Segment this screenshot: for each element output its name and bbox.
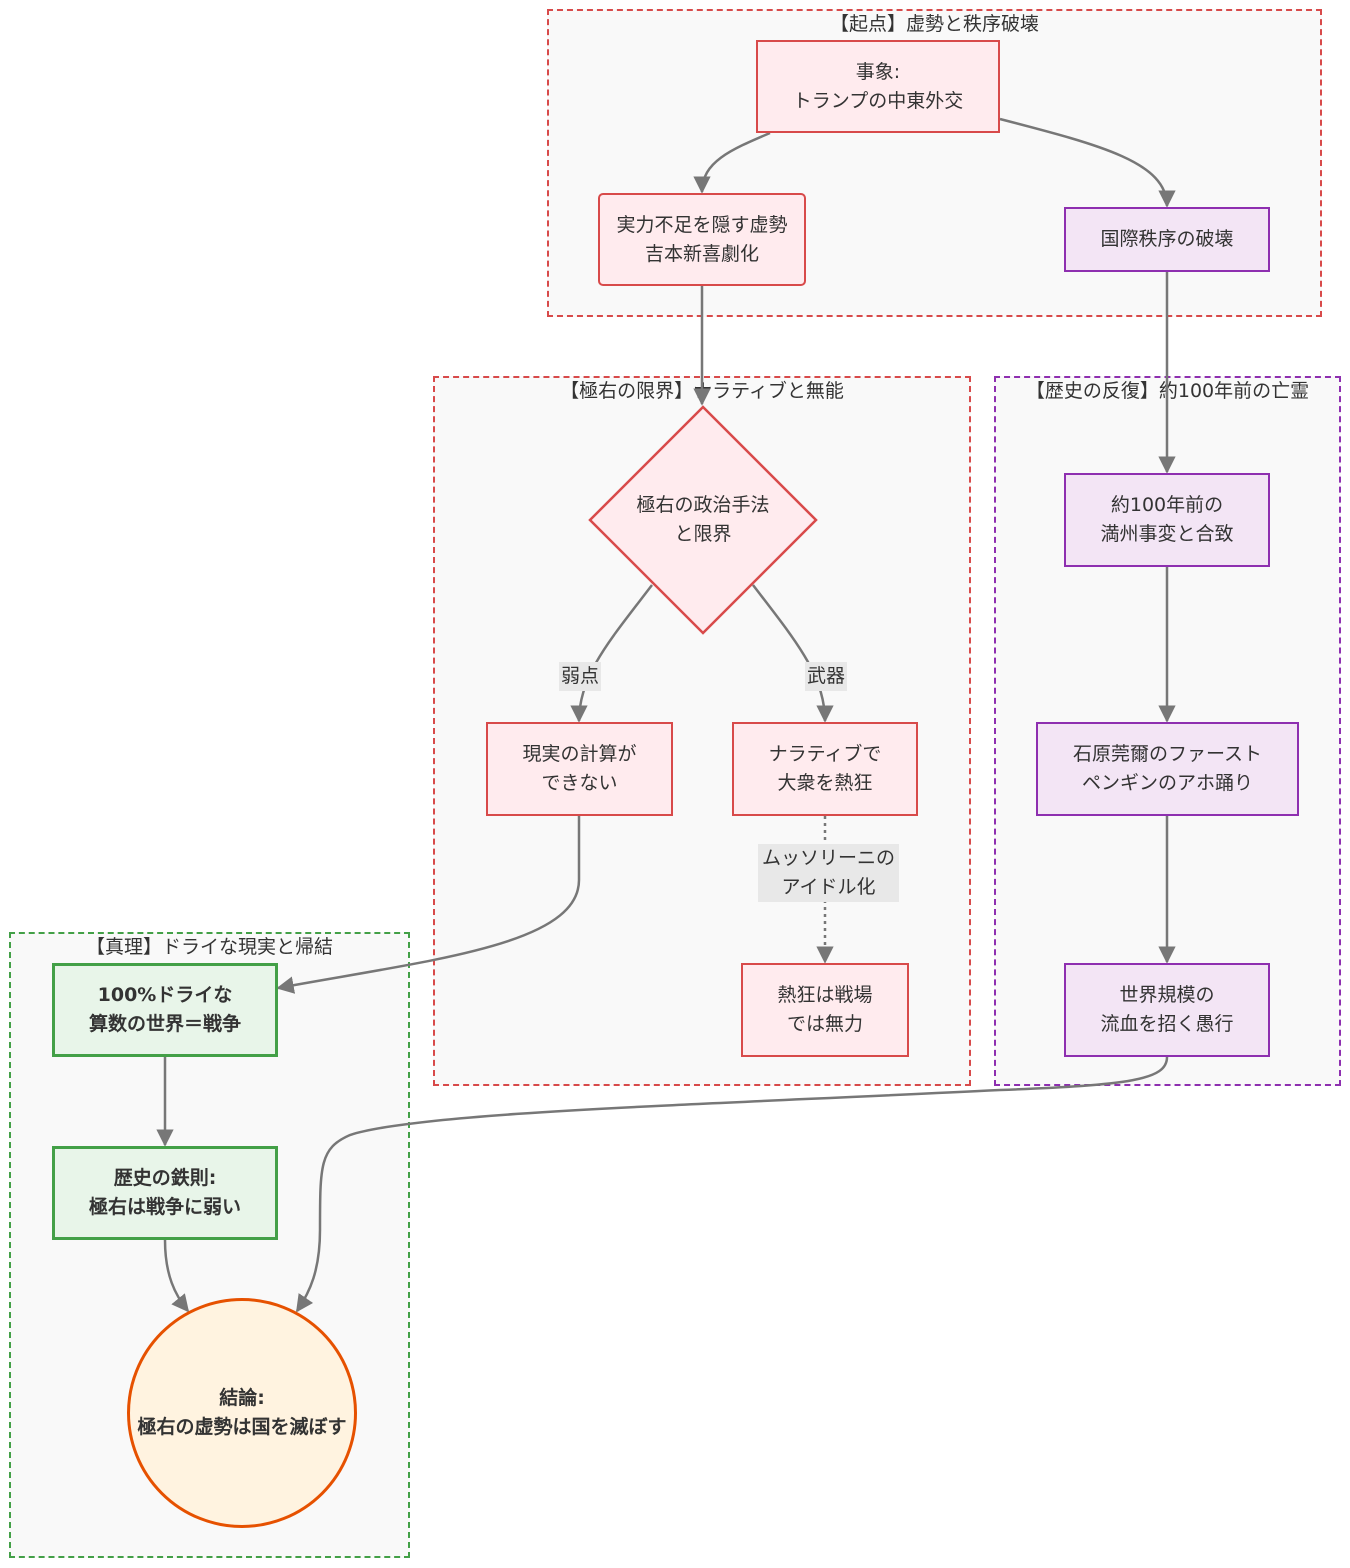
node-iron-law-line2: 極右は戦争に弱い	[88, 1196, 241, 1218]
node-event-line1: 事象:	[855, 60, 901, 83]
node-bluff-line2: 吉本新喜劇化	[644, 242, 759, 265]
edge-iron-law-to-conclusion	[163, 1239, 190, 1313]
node-event[interactable]: 事象: トランプの中東外交	[756, 40, 1000, 133]
node-calc-line1: 現実の計算が	[522, 743, 637, 765]
node-order[interactable]: 国際秩序の破壊	[1064, 207, 1270, 272]
node-iron-law-line1: 歴史の鉄則:	[113, 1167, 217, 1189]
node-bloodshed-line2: 流血を招く愚行	[1100, 1013, 1234, 1035]
node-calc[interactable]: 現実の計算が できない	[486, 722, 673, 816]
node-method-line1: 極右の政治手法	[636, 494, 770, 516]
edge-event-to-bluff	[693, 131, 771, 194]
node-powerless[interactable]: 熱狂は戦場 では無力	[741, 963, 909, 1057]
edge-method-to-calc	[570, 584, 653, 723]
node-narrative-line1: ナラティブで	[768, 743, 882, 765]
node-ishiwara-line2: ペンギンのアホ踊り	[1081, 772, 1253, 794]
node-bloodshed[interactable]: 世界規模の 流血を招く愚行	[1064, 963, 1270, 1057]
edge-label-mussolini: ムッソリーニの アイドル化	[758, 844, 900, 902]
edge-calc-to-dry	[276, 816, 581, 994]
node-dry-line2: 算数の世界＝戦争	[88, 1013, 241, 1035]
node-ishiwara[interactable]: 石原莞爾のファースト ペンギンのアホ踊り	[1036, 722, 1299, 816]
node-dry[interactable]: 100%ドライな 算数の世界＝戦争	[52, 963, 278, 1057]
edge-label-mussolini-line1: ムッソリーニの	[762, 847, 896, 869]
node-bluff-line1: 実力不足を隠す虚勢	[616, 213, 788, 236]
node-conclusion-line2: 極右の虚勢は国を滅ぼす	[137, 1416, 347, 1438]
node-ishiwara-line1: 石原莞爾のファースト	[1072, 743, 1263, 765]
node-method-shape	[588, 405, 818, 635]
edge-label-weakness: 弱点	[559, 662, 602, 691]
node-bloodshed-line1: 世界規模の	[1119, 984, 1215, 1006]
node-conclusion-line1: 結論:	[219, 1387, 265, 1409]
cluster-truth-title: 【真理】ドライな現実と帰結	[85, 936, 333, 958]
node-method-line2: と限界	[674, 523, 732, 545]
cluster-origin-title: 【起点】虚勢と秩序破壊	[829, 13, 1039, 35]
edge-label-mussolini-line2: アイドル化	[781, 876, 876, 898]
node-manchuria-line1: 約100年前の	[1110, 494, 1224, 516]
node-bluff[interactable]: 実力不足を隠す虚勢 吉本新喜劇化	[598, 193, 806, 286]
node-iron-law[interactable]: 歴史の鉄則: 極右は戦争に弱い	[52, 1146, 278, 1240]
node-narrative[interactable]: ナラティブで 大衆を熱狂	[732, 722, 918, 816]
node-calc-line2: できない	[541, 772, 618, 794]
edge-event-to-order	[999, 117, 1176, 208]
edge-label-weapon: 武器	[805, 662, 848, 691]
node-order-line1: 国際秩序の破壊	[1100, 228, 1234, 250]
node-narrative-line2: 大衆を熱狂	[777, 772, 873, 794]
node-manchuria[interactable]: 約100年前の 満州事変と合致	[1064, 473, 1270, 567]
edge-bloodshed-to-conclusion	[295, 1056, 1169, 1313]
node-manchuria-line2: 満州事変と合致	[1100, 523, 1234, 545]
node-powerless-line1: 熱狂は戦場	[777, 984, 873, 1006]
node-method[interactable]: 極右の政治手法 と限界	[588, 405, 818, 635]
node-event-line2: トランプの中東外交	[792, 89, 964, 112]
node-powerless-line2: では無力	[786, 1013, 863, 1035]
edge-method-to-narrative	[752, 584, 834, 723]
node-conclusion[interactable]: 結論: 極右の虚勢は国を滅ぼす	[127, 1298, 357, 1528]
node-dry-line1: 100%ドライな	[97, 984, 233, 1006]
